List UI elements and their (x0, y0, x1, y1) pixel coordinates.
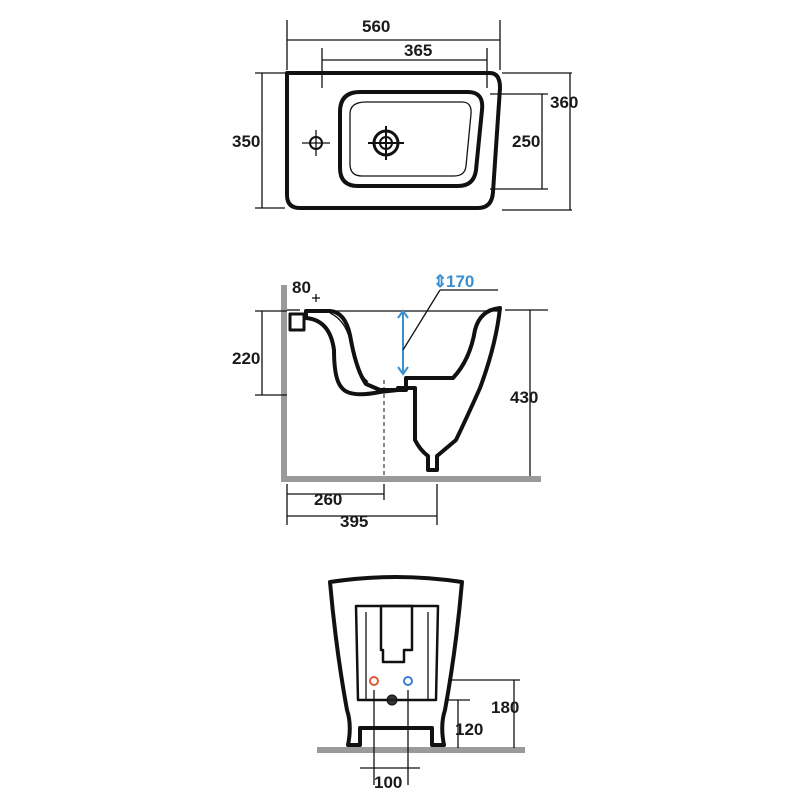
dim-supply-height: 180 (491, 698, 519, 717)
dim-rim-to-outlet: 80 (292, 278, 311, 297)
dim-foot-from-wall: 395 (340, 512, 368, 531)
dim-supply-spacing: 100 (374, 773, 402, 792)
side-view: ⇕ 170 80 220 430 260 395 (232, 272, 548, 531)
dim-drain-height: 120 (455, 720, 483, 739)
dim-tap-height: 220 (232, 349, 260, 368)
rear-inner-recess (354, 604, 440, 702)
rear-view: 100 180 120 (317, 575, 525, 792)
rear-inner-block (379, 604, 414, 664)
top-view-bowl-inner (349, 101, 472, 177)
hot-supply-marker (369, 676, 379, 686)
drain-symbol (368, 126, 404, 160)
dim-bowl-width: 365 (404, 41, 432, 60)
dim-overall-width: 560 (362, 17, 390, 36)
dim-bowl-depth: 250 (512, 132, 540, 151)
dim-rim-depth: 170 (446, 272, 474, 291)
cold-supply-marker (403, 676, 413, 686)
top-view-bowl (338, 90, 485, 188)
wall-outlet (288, 312, 306, 332)
side-view-outline (304, 306, 502, 472)
dim-overall-depth: 360 (550, 93, 578, 112)
top-view: 560 365 350 360 250 (232, 17, 578, 211)
dim-drain-from-wall: 260 (314, 490, 342, 509)
rear-view-outline (328, 575, 464, 747)
side-bowl-inner (329, 312, 369, 383)
rear-floor (317, 747, 525, 753)
side-wall (281, 285, 287, 482)
dim-overall-height: 430 (510, 388, 538, 407)
dim-rim-depth-icon: ⇕ (433, 272, 447, 291)
side-floor (281, 476, 541, 482)
dim-body-depth: 350 (232, 132, 260, 151)
top-view-outline (285, 71, 502, 210)
tap-hole-symbol (302, 130, 330, 156)
